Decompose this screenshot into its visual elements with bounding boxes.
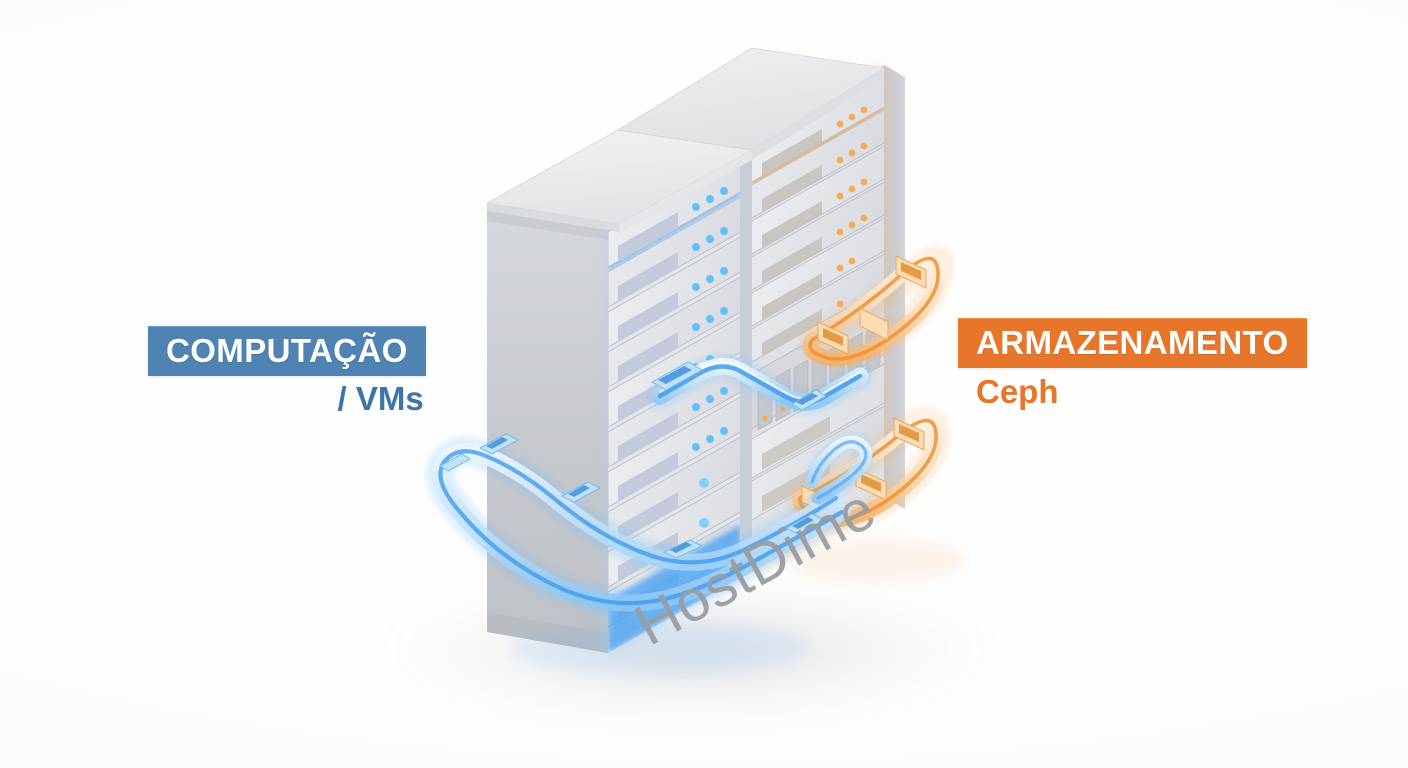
compute-cabinet-left-panel [487,203,608,653]
cable-connector [784,513,826,535]
compute-cable-upper [647,353,873,416]
cable-connector [439,453,471,472]
cable-connector [560,481,602,503]
storage-sublabel: Ceph [976,373,1059,410]
cable-connector [478,433,520,455]
cable-connector [895,255,927,289]
cable-connector [650,361,704,391]
cable-connector [893,417,925,451]
compute-cable-lower-loop [425,433,851,619]
cabinet-center-divider [740,140,752,578]
storage-chip: ARMAZENAMENTO [958,318,1307,368]
compute-label-block: COMPUTAÇÃO / VMs [148,326,426,415]
cable-connector [662,539,704,559]
cable-connector [791,389,827,411]
cable-connector [859,307,889,341]
storage-cable-upper-loop [798,245,955,369]
storage-label-block: ARMAZENAMENTO Ceph [958,318,1307,408]
compute-cable-cross [802,431,876,507]
compute-chip: COMPUTAÇÃO [148,326,426,376]
cable-connector [817,321,849,355]
compute-sublabel: / VMs [337,380,424,417]
